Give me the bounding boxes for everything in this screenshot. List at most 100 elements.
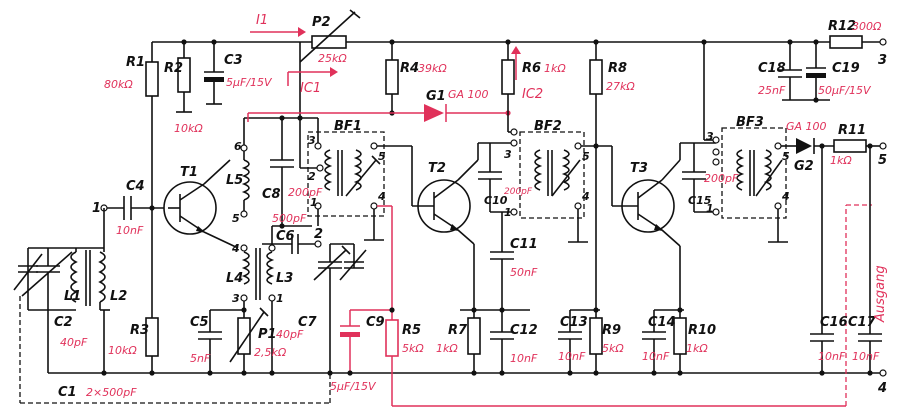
bf1-pin-2: 2 <box>308 170 316 183</box>
label-p1: P1 <box>258 327 277 342</box>
value-c4: 10nF <box>116 224 144 237</box>
label-c6: C6 <box>276 229 295 244</box>
label-r1: R1 <box>126 55 145 70</box>
label-c14: C14 <box>648 315 676 330</box>
label-r3: R3 <box>130 323 149 338</box>
terminal-4: 4 <box>877 381 887 396</box>
label-r9: R9 <box>602 323 621 338</box>
terminal-5: 5 <box>878 153 887 168</box>
value-p1: 2,5kΩ <box>254 346 287 359</box>
label-l1: L1 <box>64 289 81 304</box>
label-l5: L5 <box>226 173 243 188</box>
label-ausgang: Ausgang <box>873 265 888 323</box>
label-r7: R7 <box>448 323 468 338</box>
bf3-pin-3: 3 <box>706 130 714 143</box>
bf2-pin-4: 4 <box>581 190 590 203</box>
current-arrow-ic2 <box>511 46 521 80</box>
label-c3: C3 <box>224 53 243 68</box>
terminal-2: 2 <box>314 227 323 242</box>
capacitor-c15 <box>682 143 716 213</box>
value-r8: 27kΩ <box>606 80 635 93</box>
bf3-pin-1: 1 <box>706 202 714 215</box>
resistor-r6 <box>501 42 515 133</box>
resistor-r2 <box>176 42 192 113</box>
label-t3: T3 <box>630 161 648 176</box>
value-r11: 1kΩ <box>830 154 852 167</box>
bf3-pin-4: 4 <box>781 190 790 203</box>
label-c2: C2 <box>54 315 73 330</box>
label-t1: T1 <box>180 165 198 180</box>
label-r5: R5 <box>402 323 421 338</box>
label-bf3: BF3 <box>736 115 764 130</box>
label-c10: C10 <box>484 194 508 207</box>
filter-bf3 <box>703 42 796 243</box>
transistor-t1 <box>163 159 239 249</box>
gang-link-c1 <box>19 296 331 404</box>
bf2-pin-1: 1 <box>504 206 512 219</box>
resistor-r4 <box>385 42 399 116</box>
value-c12: 10nF <box>510 352 538 365</box>
type-g1: GA 100 <box>448 88 489 101</box>
value-r6: 1kΩ <box>544 62 566 75</box>
value-r3: 10kΩ <box>108 344 137 357</box>
value-r4: 39kΩ <box>418 62 447 75</box>
value-p2: 25kΩ <box>318 52 347 65</box>
pin-6: 6 <box>234 140 242 153</box>
label-l4: L4 <box>226 271 243 286</box>
bf3-pin-5: 5 <box>782 150 790 163</box>
label-c17: C17 <box>848 315 877 330</box>
resistor-r7 <box>460 307 530 373</box>
label-l2: L2 <box>110 289 127 304</box>
label-l3: L3 <box>276 271 293 286</box>
value-c13: 10nF <box>558 350 586 363</box>
bf1-pin-5: 5 <box>378 150 386 163</box>
value-r5: 5kΩ <box>402 342 424 355</box>
value-c9: 5µF/15V <box>330 380 377 393</box>
value-c3: 5µF/15V <box>226 76 273 89</box>
label-r4: R4 <box>400 61 419 76</box>
diode-g2 <box>796 138 834 154</box>
coil-l5 <box>240 117 300 218</box>
value-c15: 200pF <box>704 172 739 185</box>
resistor-r12 <box>829 35 887 49</box>
coil-l3-l4 <box>240 226 276 302</box>
label-r6: R6 <box>522 61 541 76</box>
bf1-pin-4: 4 <box>377 190 386 203</box>
label-r2: R2 <box>164 61 183 76</box>
label-r8: R8 <box>608 61 627 76</box>
resistor-r10 <box>673 310 687 373</box>
bf1-pin-1: 1 <box>310 196 318 209</box>
value-c19: 50µF/15V <box>818 84 872 97</box>
label-ic2: IC2 <box>522 87 543 102</box>
current-arrow-i1 <box>250 27 306 37</box>
transistor-t3 <box>612 142 716 310</box>
capacitor-c17 <box>858 146 882 373</box>
terminal-3: 3 <box>878 53 887 68</box>
label-c19: C19 <box>832 61 860 76</box>
filter-bf2 <box>510 128 613 243</box>
current-arrow-ic1 <box>287 67 338 86</box>
label-r10: R10 <box>688 323 716 338</box>
value-r1: 80kΩ <box>104 78 133 91</box>
label-g1: G1 <box>426 89 446 104</box>
capacitor-c11 <box>490 212 514 313</box>
value-c17: 10nF <box>852 350 880 363</box>
resistor-r11 <box>833 139 887 153</box>
capacitor-c16 <box>810 146 834 373</box>
label-c15: C15 <box>688 194 712 207</box>
pin-4: 4 <box>231 242 240 255</box>
input-terminal-1 <box>100 196 168 220</box>
capacitor-c13 <box>558 307 600 373</box>
value-c8: 200pF <box>288 186 323 199</box>
capacitor-c18 <box>778 42 830 101</box>
label-c7: C7 <box>298 315 318 330</box>
label-c5: C5 <box>190 315 209 330</box>
junction-dots <box>101 39 819 376</box>
value-r7: 1kΩ <box>436 342 458 355</box>
capacitor-c2 <box>13 247 73 311</box>
terminal-1: 1 <box>92 201 101 216</box>
label-ic1: IC1 <box>300 81 321 96</box>
bf1-pin-3: 3 <box>308 134 316 147</box>
value-r12: 300Ω <box>852 20 882 33</box>
capacitor-c6 <box>262 234 322 254</box>
